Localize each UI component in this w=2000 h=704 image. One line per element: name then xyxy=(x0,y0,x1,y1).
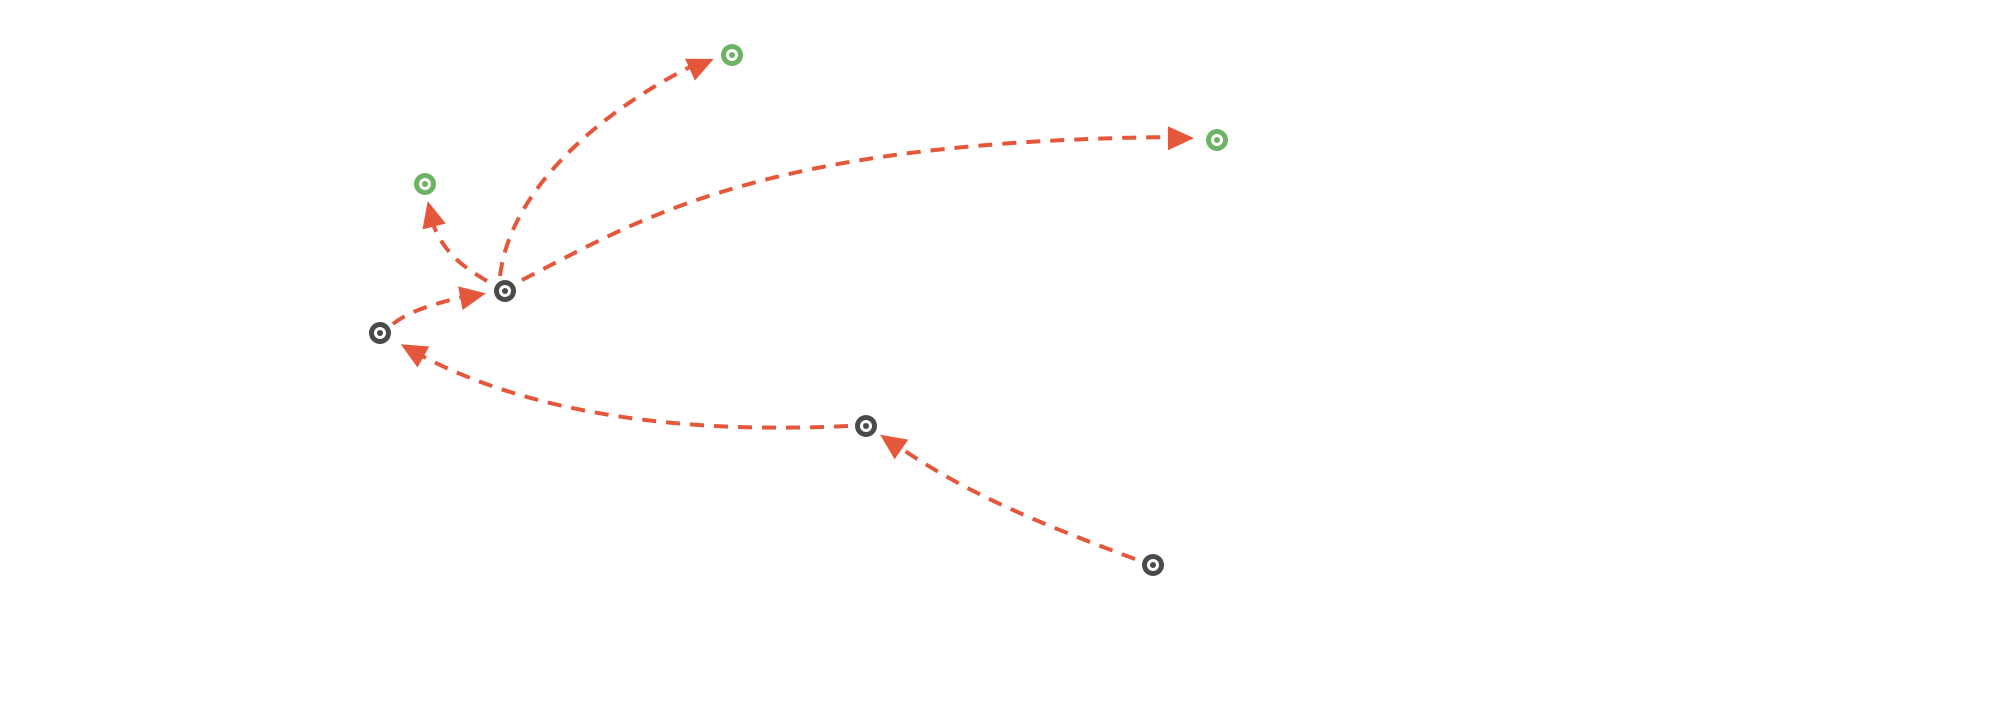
node-left[interactable] xyxy=(369,322,391,344)
arrowhead-icon xyxy=(400,344,430,368)
edge-hub-right xyxy=(521,126,1194,282)
node-center-dot xyxy=(377,330,383,336)
edge-hub-upper xyxy=(422,201,489,283)
node-center-dot xyxy=(502,288,508,294)
node-top[interactable] xyxy=(721,44,743,66)
edge-hub-top xyxy=(498,58,714,277)
edge-line xyxy=(391,293,473,326)
edge-line xyxy=(412,349,849,430)
node-center-dot xyxy=(863,423,869,429)
arrowhead-icon xyxy=(880,434,909,460)
edge-low-mid xyxy=(880,434,1136,561)
node-right[interactable] xyxy=(1206,129,1228,151)
edge-line xyxy=(498,60,701,277)
node-center-dot xyxy=(729,52,735,58)
node-hub[interactable] xyxy=(494,280,516,302)
node-center-dot xyxy=(1214,137,1220,143)
arrowhead-icon xyxy=(422,201,446,230)
edge-line xyxy=(890,440,1136,561)
node-mid[interactable] xyxy=(855,415,877,437)
node-center-dot xyxy=(422,181,428,187)
edge-mid-left xyxy=(400,344,849,430)
edge-line xyxy=(521,135,1181,282)
node-center-dot xyxy=(1150,562,1156,568)
arrowhead-icon xyxy=(1167,126,1194,151)
node-low[interactable] xyxy=(1142,554,1164,576)
arrowhead-icon xyxy=(458,286,486,310)
nodes-layer xyxy=(369,44,1228,576)
arrowhead-icon xyxy=(685,58,714,81)
edges-layer xyxy=(391,58,1194,561)
edge-left-hub xyxy=(391,286,486,326)
node-upper[interactable] xyxy=(414,173,436,195)
